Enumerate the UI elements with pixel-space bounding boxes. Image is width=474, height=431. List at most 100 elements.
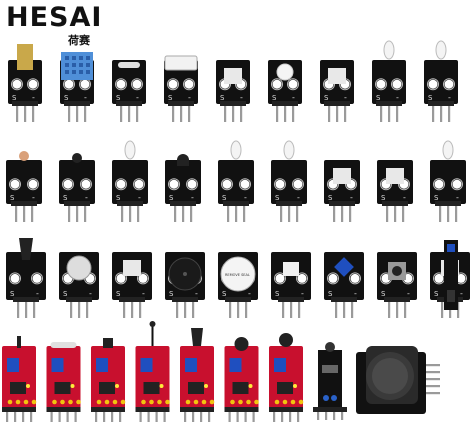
header-pin: [317, 410, 320, 420]
pin-minus-label: -: [89, 289, 92, 298]
pad: [52, 399, 57, 405]
pin-s-label: S: [10, 290, 15, 298]
pin-s-label: S: [10, 194, 15, 202]
button-cap: [392, 266, 402, 276]
header-pin: [296, 204, 299, 222]
comparator-chip: [232, 382, 249, 394]
mount-hole: [275, 179, 285, 189]
pin-minus-label: -: [350, 193, 353, 202]
pin-header-housing: [66, 297, 92, 302]
pad: [141, 399, 146, 405]
mount-hole: [428, 79, 438, 89]
header-pin: [328, 104, 331, 122]
header-pin: [121, 204, 124, 222]
mount-hole: [134, 179, 144, 189]
ir-emitter: [325, 342, 335, 352]
pad: [96, 399, 102, 405]
mount-hole-ring: [375, 78, 387, 91]
header-pin: [388, 104, 391, 122]
header-pin: [229, 300, 232, 318]
header-pin: [180, 104, 183, 122]
mount-hole: [12, 79, 22, 89]
pad: [7, 399, 13, 405]
photoresistor: [19, 151, 29, 161]
sensor-module: S-: [320, 60, 354, 122]
blue-pot: [51, 358, 64, 372]
dht-grille: [65, 70, 69, 74]
buzzer-label: REMOVE SEAL: [225, 273, 250, 277]
pin-header-housing: [272, 101, 298, 106]
mount-hole-ring: [115, 272, 127, 285]
sensor-module: S-: [324, 252, 364, 318]
ir-line-module: [444, 240, 458, 310]
pin-header-housing: [313, 407, 347, 412]
sensor-module: S-: [164, 55, 198, 122]
header-pin: [380, 104, 383, 122]
mount-hole-ring: [27, 78, 39, 91]
chip: [322, 365, 338, 373]
pin-minus-label: -: [248, 289, 251, 298]
header-pin: [95, 410, 98, 422]
header-pin: [84, 104, 87, 122]
mount-hole-ring: [292, 178, 304, 191]
header-pin: [31, 204, 34, 222]
pad: [238, 399, 243, 405]
mount-hole-ring: [443, 78, 455, 91]
header-pin: [86, 300, 89, 318]
mount-hole: [10, 273, 20, 283]
header-pin: [200, 410, 203, 422]
pin-header-housing: [324, 101, 350, 106]
dht-grille: [79, 56, 83, 60]
header-pin: [394, 204, 397, 222]
pin-s-label: S: [324, 94, 329, 102]
mount-hole-ring: [62, 178, 74, 191]
mount-hole: [452, 179, 462, 189]
mount-hole-ring: [115, 178, 127, 191]
mount-hole-ring: [168, 178, 180, 191]
header-pin: [58, 410, 61, 422]
mount-hole: [456, 273, 466, 283]
header-pin: [208, 410, 211, 422]
blue-pot: [447, 244, 455, 252]
sensor-module: S-: [268, 60, 302, 122]
header-pin: [237, 300, 240, 318]
probe-tip: [149, 321, 156, 327]
dht-grille: [65, 63, 69, 67]
mount-hole-ring: [221, 178, 233, 191]
pin-s-label: S: [169, 290, 174, 298]
mount-hole: [272, 79, 282, 89]
sensor-module: S-: [271, 252, 311, 318]
mount-hole-ring: [433, 178, 445, 191]
header-pin: [70, 300, 73, 318]
header-pin: [404, 300, 407, 318]
pin-minus-label: -: [138, 193, 141, 202]
header-pin: [224, 104, 227, 122]
sensor-module: S-: [372, 40, 406, 122]
header-pin: [282, 300, 285, 318]
sensor-module: S-: [112, 140, 148, 222]
pad: [31, 399, 37, 405]
indicator-led: [204, 384, 208, 388]
sensor-module: S-: [424, 40, 458, 122]
blue-pot: [185, 358, 197, 372]
pin-s-label: S: [434, 290, 439, 298]
mount-hole-ring: [167, 78, 179, 91]
pin-header-housing: [278, 297, 304, 302]
black-pcb: [271, 160, 307, 204]
pin-header-housing: [224, 407, 259, 412]
smd-rgb-led: [283, 262, 299, 276]
mount-hole: [116, 179, 126, 189]
header-pin: [176, 300, 179, 318]
mount-hole-ring: [296, 272, 308, 285]
mount-hole: [392, 79, 402, 89]
flame-sensor: [191, 328, 203, 346]
pin-header-housing: [376, 101, 402, 106]
led: [276, 63, 294, 81]
mount-hole: [240, 179, 250, 189]
pad: [209, 399, 215, 405]
header-pin: [289, 410, 292, 422]
pin-header-housing: [223, 201, 249, 206]
mount-hole: [116, 79, 126, 89]
mount-hole-ring: [9, 178, 21, 191]
mount-hole: [376, 79, 386, 89]
